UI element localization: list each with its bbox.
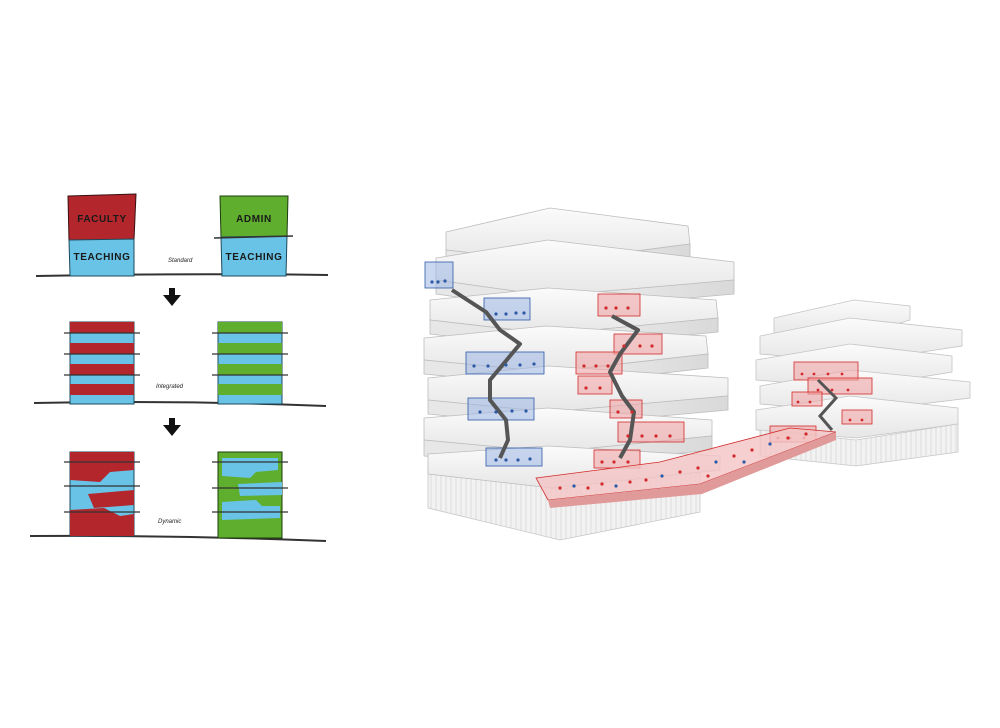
people-icon: [582, 306, 672, 464]
caption-standard: Standard: [168, 258, 193, 264]
people-icon: [430, 279, 536, 462]
building-faculty-teaching: FACULTY TEACHING: [67, 193, 137, 277]
bridge-icon: [535, 427, 837, 508]
stair-icon: [450, 288, 522, 459]
down-arrow-icon: [163, 418, 181, 436]
ground-line: [29, 534, 327, 542]
sketch-row-integrated: Integrated: [33, 321, 327, 407]
admin-label: ADMIN: [236, 214, 272, 225]
faculty-flow-blue: [424, 261, 545, 467]
teaching-label: TEACHING: [73, 252, 130, 263]
stair-icon: [608, 314, 640, 459]
caption-integrated: Integrated: [156, 384, 184, 390]
building-dynamic-right: [212, 451, 288, 539]
building-dynamic-left: [64, 451, 140, 537]
secondary-building: [755, 299, 971, 467]
teaching-label-right: TEACHING: [225, 252, 282, 263]
sketch-row-standard: FACULTY TEACHING Standard ADMIN TEACHING: [35, 193, 329, 277]
tower-slabs: [423, 207, 735, 489]
teaching-flow-red: [575, 293, 685, 469]
stair-icon: [816, 378, 839, 431]
building-illustration: [423, 207, 971, 541]
people-icon: [558, 432, 808, 490]
building-integrated-right: [212, 321, 288, 405]
faculty-label: FACULTY: [77, 214, 127, 225]
down-arrow-icon: [163, 288, 181, 306]
building-integrated-left: [64, 321, 140, 405]
sketch-panel: FACULTY TEACHING Standard ADMIN TEACHING: [29, 193, 329, 542]
sketch-row-dynamic: Dynamic: [29, 451, 327, 542]
teaching-block: [68, 238, 135, 277]
building-admin-teaching: ADMIN TEACHING: [213, 195, 294, 277]
caption-dynamic: Dynamic: [158, 519, 181, 525]
